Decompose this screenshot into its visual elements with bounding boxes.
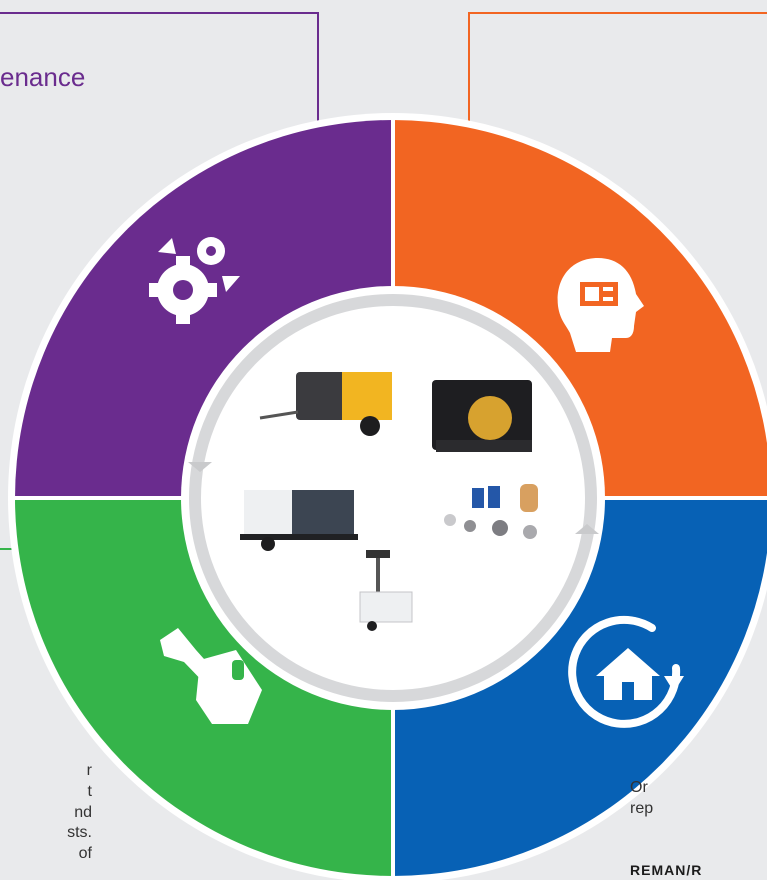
return-text-line: Or	[630, 779, 648, 796]
cycle-arrow-left-icon	[188, 462, 212, 472]
portable-compressor-image	[259, 372, 392, 436]
return-description: Or rep	[630, 778, 653, 820]
maintenance-bracket	[0, 12, 319, 124]
repair-text-line: r	[86, 762, 92, 779]
generator-trailer-image	[240, 490, 358, 551]
light-tower-image	[359, 550, 413, 631]
repair-description: r t nd sts. of	[12, 761, 92, 865]
repair-text-line: of	[78, 845, 92, 863]
head-chip-icon	[557, 258, 644, 352]
maintenance-heading: enance	[0, 62, 86, 92]
repair-bracket	[0, 548, 15, 550]
house-cycle-icon	[568, 615, 684, 728]
repair-text-line: sts.	[67, 824, 92, 842]
repair-text-line: nd	[74, 803, 92, 821]
reman-caption: REMAN/R	[630, 862, 703, 878]
wrench-icon	[160, 628, 262, 724]
cycle-track	[189, 294, 597, 702]
cycle-arrow-right-icon	[575, 524, 599, 534]
spare-parts-image	[444, 484, 538, 539]
gears-icon	[149, 237, 240, 324]
pump-unit-image	[432, 380, 532, 452]
repair-text-line: t	[87, 782, 92, 800]
technology-bracket	[468, 12, 767, 124]
return-text-line: rep	[630, 799, 654, 817]
